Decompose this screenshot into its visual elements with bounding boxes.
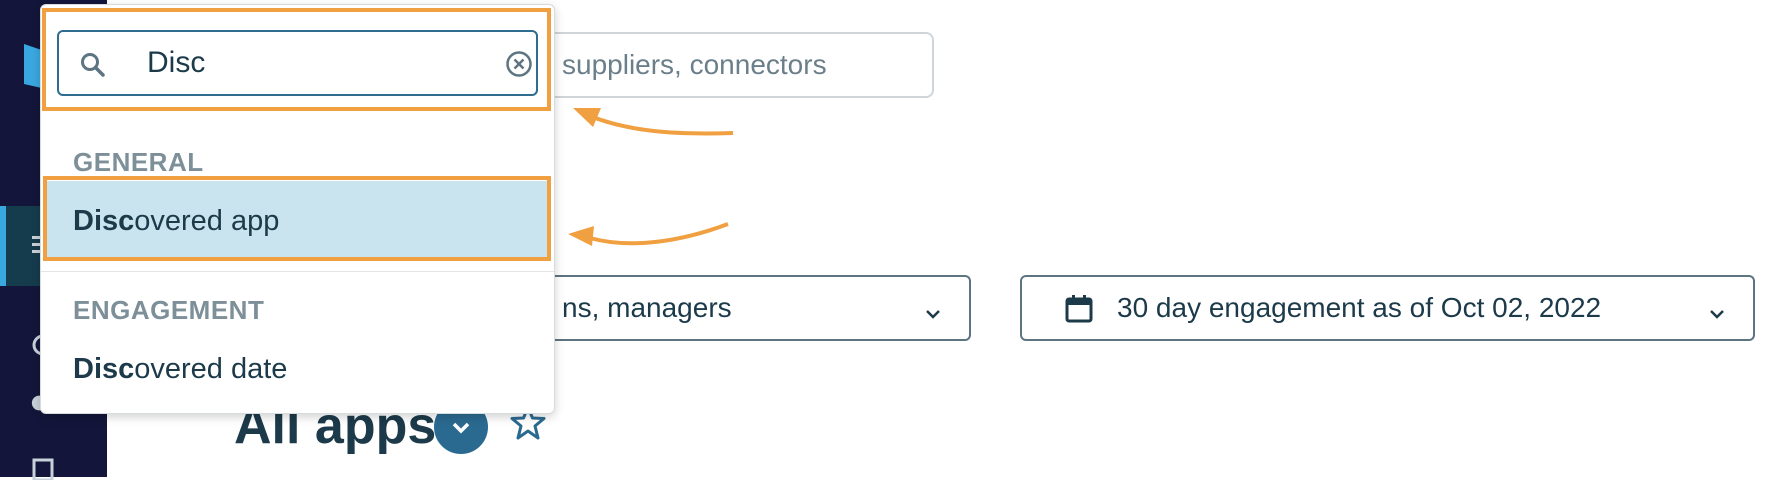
chevron-down-icon (1707, 299, 1727, 331)
annotation-arrow-1 (589, 114, 734, 136)
annotation-arrowhead-2 (568, 226, 594, 246)
search-icon (79, 51, 107, 84)
date-range-select[interactable]: 30 day engagement as of Oct 02, 2022 (1020, 275, 1755, 341)
group-divider (41, 271, 554, 272)
field-search-input[interactable] (147, 42, 467, 84)
option-match-text: Disc (73, 204, 135, 237)
group-header-general: GENERAL (73, 147, 204, 177)
nav-active-indicator (0, 206, 6, 286)
calendar-icon (1064, 294, 1094, 331)
people-filter-value: ns, managers (562, 292, 732, 323)
chevron-down-icon (923, 299, 943, 331)
option-rest-text: overed date (134, 352, 288, 385)
option-match-text: Disc (73, 352, 135, 385)
group-header-engagement: ENGAGEMENT (73, 295, 265, 325)
global-search-input[interactable]: suppliers, connectors (496, 32, 934, 98)
annotation-highlight-option (43, 176, 551, 261)
chevron-down-icon (452, 422, 470, 434)
clear-icon[interactable] (505, 50, 533, 83)
receipt-icon[interactable] (30, 456, 56, 482)
option-rest-text: overed app (134, 204, 280, 237)
star-icon[interactable] (509, 404, 547, 447)
field-search-box[interactable] (57, 30, 538, 96)
date-filter-value: 30 day engagement as of Oct 02, 2022 (1117, 292, 1602, 323)
annotation-arrow-2 (589, 222, 729, 246)
global-search-placeholder: suppliers, connectors (562, 49, 827, 80)
annotation-arrowhead-1 (573, 108, 601, 127)
annotation-highlight-search (42, 8, 551, 111)
